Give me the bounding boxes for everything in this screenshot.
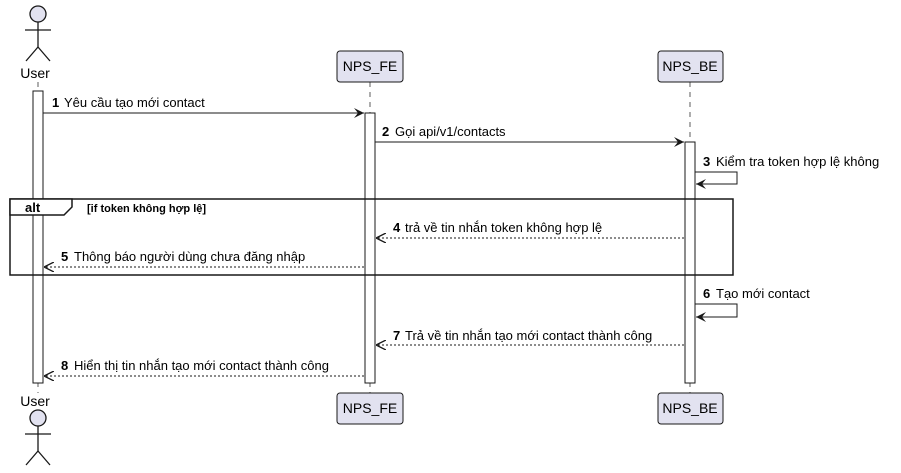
participant-be-top (657, 50, 724, 83)
message-1-label: Yêu cầu tạo mới contact (64, 95, 205, 110)
alt-keyword: alt (25, 200, 41, 215)
message-3-arrow (695, 171, 738, 189)
message-8-label: Hiển thị tin nhắn tạo mới contact thành … (74, 358, 329, 373)
participant-fe-bottom (336, 392, 404, 425)
alt-fragment (9, 198, 734, 276)
participant-be-bottom-label: NPS_BE (662, 400, 717, 416)
participant-fe-top (336, 50, 404, 83)
actor-user-bottom-label: User (20, 393, 50, 409)
actor-user-bottom (25, 409, 51, 466)
message-3-label: Kiểm tra token hợp lệ không (716, 154, 879, 169)
activation-user (32, 90, 44, 384)
message-5-number: 5 (61, 249, 68, 264)
message-6-arrow (695, 303, 738, 322)
participant-be-top-label: NPS_BE (662, 58, 717, 74)
message-3-number: 3 (703, 154, 710, 169)
activation-fe (364, 112, 376, 384)
activation-be (684, 141, 696, 384)
participant-fe-bottom-label: NPS_FE (343, 400, 397, 416)
message-6-label: Tạo mới contact (716, 286, 810, 301)
actor-user-top (25, 5, 51, 62)
message-4-label: trả về tin nhắn token không hợp lệ (405, 220, 602, 235)
message-4-number: 4 (393, 220, 401, 235)
message-8-number: 8 (61, 358, 68, 373)
actor-user-top-label: User (20, 65, 50, 81)
message-2-label: Gọi api/v1/contacts (395, 124, 506, 139)
participant-be-bottom (657, 392, 724, 425)
message-7-label: Trả về tin nhắn tạo mới contact thành cô… (405, 328, 652, 343)
participant-fe-top-label: NPS_FE (343, 58, 397, 74)
message-5-label: Thông báo người dùng chưa đăng nhập (74, 249, 305, 264)
message-2-number: 2 (382, 124, 389, 139)
message-1-number: 1 (52, 95, 59, 110)
message-6-number: 6 (703, 286, 710, 301)
alt-fragment-tab (9, 198, 73, 216)
message-7-number: 7 (393, 328, 400, 343)
alt-condition: [if token không hợp lệ] (87, 203, 206, 215)
